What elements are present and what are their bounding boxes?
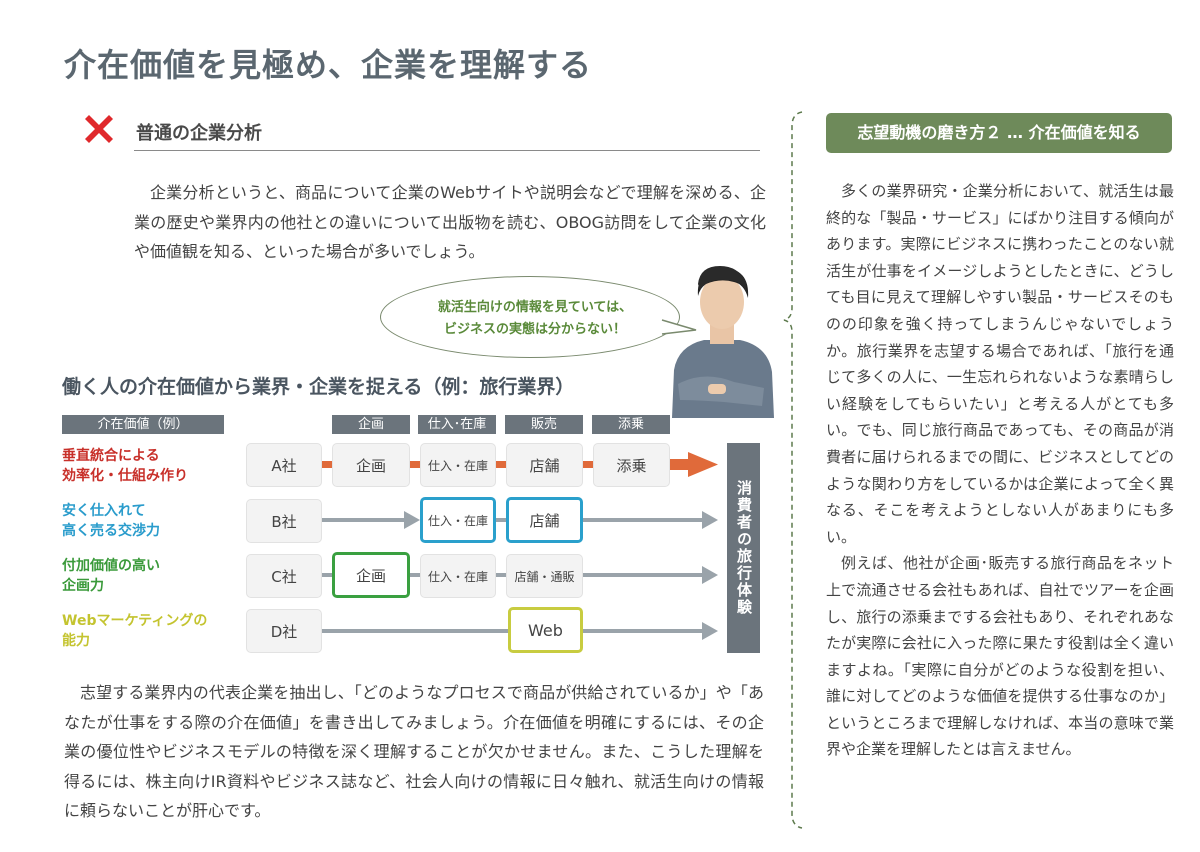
heading-divider xyxy=(134,150,760,151)
section-heading: 普通の企業分析 xyxy=(136,123,262,144)
student-illustration xyxy=(672,266,774,418)
consumer-experience-bar: 消費者の旅行体験 xyxy=(727,443,760,653)
company-a-step-store: 店舗 xyxy=(506,443,583,487)
row-b-value-label: 安く仕入れて 高く売る交渉力 xyxy=(62,501,160,541)
company-a-step-procurement: 仕入・在庫 xyxy=(420,443,496,487)
sidebar-dashed-bracket xyxy=(783,111,803,829)
company-c-box: C社 xyxy=(246,554,322,598)
company-d-step-web: Web xyxy=(508,607,583,653)
row-a-label-line-2: 効率化・仕組み作り xyxy=(62,468,188,484)
cross-mark-icon xyxy=(85,115,113,143)
row-d-label-line-2: 能力 xyxy=(62,633,90,649)
company-d-box: D社 xyxy=(246,609,322,653)
header-sales-label: 販売 xyxy=(505,415,583,434)
diagram-title: 働く人の介在価値から業界・企業を捉える（例：旅行業界） xyxy=(62,376,575,398)
company-b-step-store: 店舗 xyxy=(506,497,583,543)
company-b-box: B社 xyxy=(246,499,322,543)
speech-bubble-text: 就活生向けの情報を見ていては、 ビジネスの実態は分からない！ xyxy=(410,297,660,341)
page-title: 介在価値を見極め、企業を理解する xyxy=(64,46,593,84)
row-a-label-line-1: 垂直統合による xyxy=(62,448,160,464)
header-value-label: 介在価値（例） xyxy=(62,415,224,434)
row-c-label-line-1: 付加価値の高い xyxy=(62,558,160,574)
row-c-value-label: 付加価値の高い 企画力 xyxy=(62,556,160,596)
header-procurement-label: 仕入･在庫 xyxy=(418,415,496,434)
body-paragraph: 志望する業界内の代表企業を抽出し、「どのようなプロセスで商品が供給されているか」… xyxy=(64,683,764,820)
row-d-label-line-1: Webマーケティングの xyxy=(62,613,208,629)
header-escort-label: 添乗 xyxy=(592,415,670,434)
row-b-label-line-2: 高く売る交渉力 xyxy=(62,523,160,539)
row-a-value-label: 垂直統合による 効率化・仕組み作り xyxy=(62,446,188,486)
row-b-label-line-1: 安く仕入れて xyxy=(62,503,146,519)
sidebar-text: 多くの業界研究・企業分析において、就活生は最終的な「製品・サービス」にばかり注目… xyxy=(826,178,1174,763)
company-b-step-procurement: 仕入・在庫 xyxy=(420,497,496,543)
sidebar-title: 志望動機の磨き方２ … 介在価値を知る xyxy=(826,113,1172,153)
row-d-value-label: Webマーケティングの 能力 xyxy=(62,611,207,651)
header-planning-label: 企画 xyxy=(332,415,410,434)
company-a-step-escort: 添乗 xyxy=(593,443,670,487)
company-c-step-procurement: 仕入・在庫 xyxy=(420,554,496,598)
intro-paragraph: 企業分析というと、商品について企業のWebサイトや説明会などで理解を深める、企業… xyxy=(134,183,766,261)
company-a-box: A社 xyxy=(246,443,322,487)
speech-bubble-tail xyxy=(661,319,697,335)
company-a-step-planning: 企画 xyxy=(332,443,410,487)
sidebar-paragraph-1: 多くの業界研究・企業分析において、就活生は最終的な「製品・サービス」にばかり注目… xyxy=(826,182,1174,546)
company-c-step-store-mail: 店舗・通販 xyxy=(506,554,583,598)
speech-bubble-line-2: ビジネスの実態は分からない！ xyxy=(443,322,626,337)
company-c-step-planning: 企画 xyxy=(332,552,410,598)
sidebar-paragraph-2: 例えば、他社が企画･販売する旅行商品をネット上で流通させる会社もあれば、自社でツ… xyxy=(826,554,1174,759)
speech-bubble xyxy=(380,276,680,358)
speech-bubble-line-1: 就活生向けの情報を見ていては、 xyxy=(437,300,633,315)
row-c-label-line-2: 企画力 xyxy=(62,578,104,594)
